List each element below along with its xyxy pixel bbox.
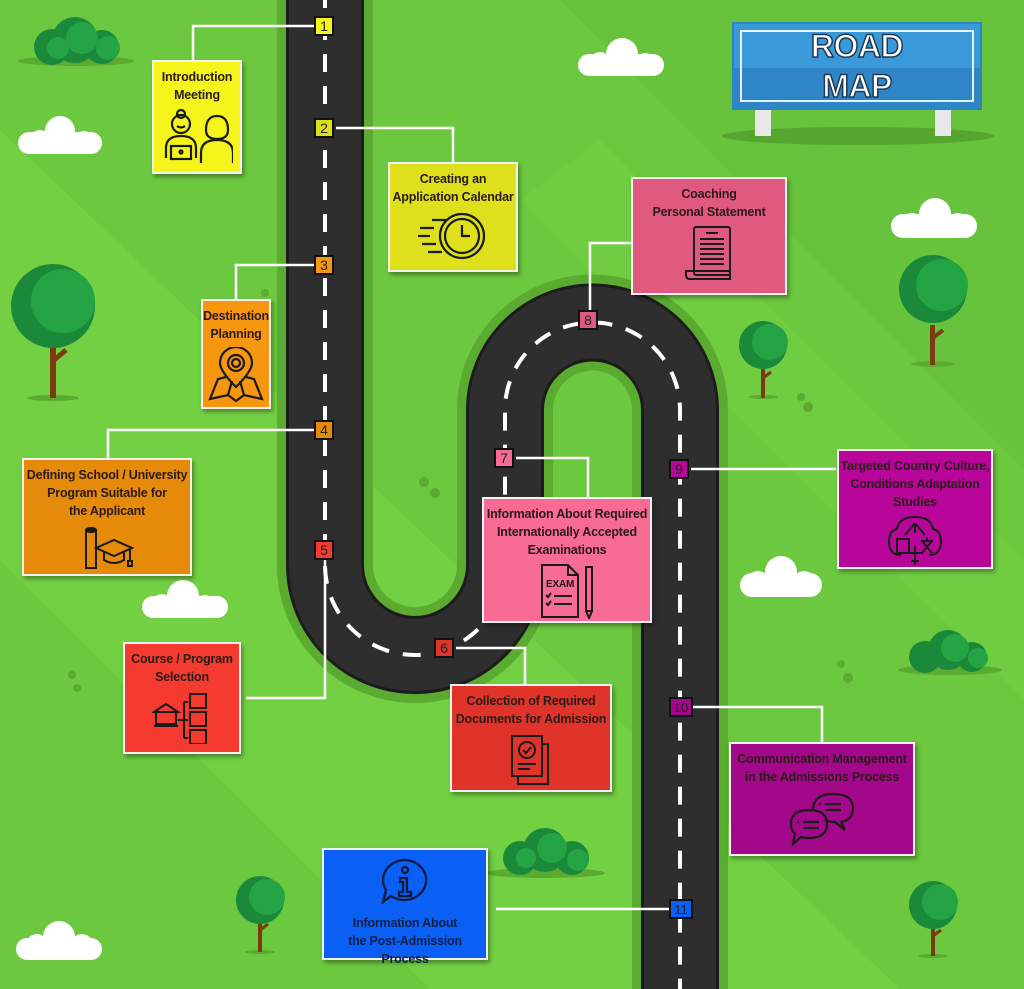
svg-text:EXAM: EXAM xyxy=(546,579,574,590)
cloud xyxy=(16,921,102,960)
step-card-5: Course / Program Selection xyxy=(123,642,241,754)
info-bubble-icon xyxy=(324,856,486,908)
step-badge-8: 8 xyxy=(578,310,598,330)
culture-tree-icon xyxy=(839,515,991,567)
sign-title-line1: ROAD xyxy=(810,27,904,65)
tree xyxy=(899,255,968,367)
step-1-title: Introduction Meeting xyxy=(161,70,233,102)
step-badge-1: 1 xyxy=(314,16,334,36)
step-card-3: Destination Planning xyxy=(201,299,271,409)
step-5-title: Course / Program Selection xyxy=(131,652,233,684)
exam-paper-icon: EXAM xyxy=(484,563,650,619)
cloud xyxy=(740,556,822,597)
approved-documents-icon xyxy=(452,732,610,788)
step-3-title: Destination Planning xyxy=(203,309,269,341)
cloud xyxy=(891,198,977,238)
step-4-title: Defining School / University Program Sui… xyxy=(26,468,188,518)
step-card-9: Targeted Country Culture, Conditions Ada… xyxy=(837,449,993,569)
cloud xyxy=(142,580,228,618)
chat-bubbles-icon xyxy=(731,790,913,846)
institution-hierarchy-icon xyxy=(125,690,239,744)
step-7-title: Information About Required International… xyxy=(486,507,648,557)
step-11-title: Information About the Post-Admission Pro… xyxy=(348,916,462,966)
road-map-sign: ROAD MAP xyxy=(732,22,982,110)
step-10-title: Communication Management in the Admissio… xyxy=(737,752,907,784)
step-badge-4: 4 xyxy=(314,420,334,440)
bush xyxy=(485,828,605,878)
tree xyxy=(739,321,788,399)
step-badge-2: 2 xyxy=(314,118,334,138)
step-card-2: Creating an Application Calendar xyxy=(388,162,518,272)
sign-post-right xyxy=(935,110,951,136)
step-card-8: Coaching Personal Statement xyxy=(631,177,787,295)
step-badge-7: 7 xyxy=(494,448,514,468)
map-pin-icon xyxy=(203,347,269,405)
tree xyxy=(236,876,285,954)
cloud xyxy=(578,38,664,76)
bush xyxy=(18,17,134,66)
step-card-11: Information About the Post-Admission Pro… xyxy=(322,848,488,966)
step-card-10: Communication Management in the Admissio… xyxy=(729,742,915,856)
step-badge-10: 10 xyxy=(669,697,693,717)
step-badge-11: 11 xyxy=(669,899,693,919)
step-8-title: Coaching Personal Statement xyxy=(652,187,766,219)
sign-post-left xyxy=(755,110,771,136)
step-9-title: Targeted Country Culture, Conditions Ada… xyxy=(840,459,990,509)
step-card-4: Defining School / University Program Sui… xyxy=(22,458,192,576)
step-2-title: Creating an Application Calendar xyxy=(392,172,514,204)
step-card-6: Collection of Required Documents for Adm… xyxy=(450,684,612,792)
step-badge-6: 6 xyxy=(434,638,454,658)
step-badge-9: 9 xyxy=(669,459,689,479)
step-card-7: Information About Required International… xyxy=(482,497,652,623)
fast-clock-icon xyxy=(390,210,516,262)
bush xyxy=(898,630,1002,675)
step-badge-3: 3 xyxy=(314,255,334,275)
step-card-1: Introduction Meeting xyxy=(152,60,242,174)
statement-scroll-icon xyxy=(633,225,785,283)
tree xyxy=(11,264,95,401)
cloud xyxy=(18,116,102,154)
step-6-title: Collection of Required Documents for Adm… xyxy=(455,694,607,726)
tree xyxy=(909,881,958,958)
graduation-cap-diploma-icon xyxy=(24,524,190,570)
step-badge-5: 5 xyxy=(314,540,334,560)
sign-title-line2: MAP xyxy=(821,67,893,105)
meeting-people-icon xyxy=(154,108,240,168)
